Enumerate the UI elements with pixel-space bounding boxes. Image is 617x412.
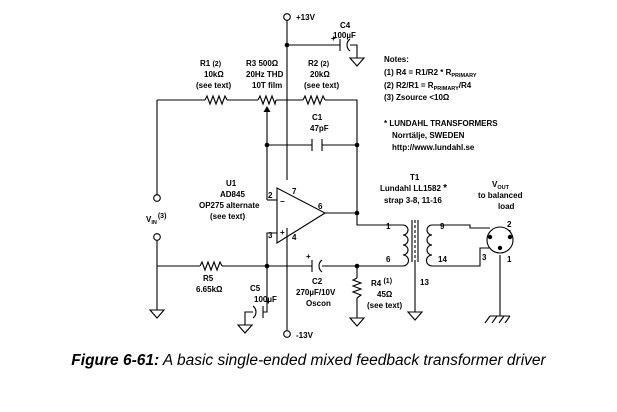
c5-name: C5: [250, 284, 261, 293]
u1-pin-7: 7: [292, 187, 297, 196]
c5-value: 100µF: [254, 295, 277, 304]
t1-pin-13: 13: [420, 278, 429, 287]
op-amp-symbol: [276, 187, 327, 244]
r3-thd: 20Hz THD: [246, 70, 284, 79]
r2-note: (see text): [304, 81, 339, 90]
r4-name: R4 (1): [371, 278, 392, 288]
r1-note: (see text): [196, 81, 231, 90]
r5-name: R5: [203, 274, 214, 283]
wires: [156, 20, 511, 330]
svg-text:(1) R4 = R1/R2 * RPRIMARY: (1) R4 = R1/R2 * RPRIMARY: [384, 68, 477, 79]
r2-resistor: [302, 94, 326, 106]
u1-part: AD845: [220, 190, 245, 199]
u1-note: (see text): [210, 212, 245, 221]
u1-pin-2: 2: [268, 191, 273, 200]
op-amp-minus: −: [280, 197, 285, 206]
u1-pin-4: 4: [292, 233, 297, 242]
ground-icon: [406, 311, 424, 321]
neg-rail-terminal: [283, 330, 291, 338]
t1-pin-9: 9: [440, 222, 445, 231]
vin-terminal-top: [153, 194, 161, 202]
notes-block: Notes: (1) R4 = R1/R2 * RPRIMARY (2) R2/…: [384, 55, 477, 102]
t1-name: T1: [410, 173, 420, 182]
r3-name: R3 500Ω: [246, 59, 279, 68]
r3-trimmer: [257, 94, 277, 106]
vin-terminal-bottom: [153, 233, 161, 241]
c1-capacitor: [311, 139, 323, 151]
xlr-pin-3: 3: [482, 253, 487, 262]
u1-name: U1: [226, 179, 237, 188]
ground-icon: [148, 309, 166, 319]
caption-label: Figure 6-61:: [71, 352, 160, 369]
transformer-symbol: [402, 220, 433, 267]
t1-pin-14: 14: [438, 255, 447, 264]
figure-caption: Figure 6-61: A basic single-ended mixed …: [0, 352, 617, 370]
neg-rail-label: -13V: [296, 331, 314, 340]
c4-capacitor: +: [331, 34, 351, 52]
schematic: +13V -13V + C4 100µF R1 (2) 10kΩ (see te…: [146, 13, 523, 340]
xlr-pin-1: 1: [507, 255, 512, 264]
u1-pin-6: 6: [318, 202, 323, 211]
r5-resistor: [199, 260, 223, 272]
r1-value: 10kΩ: [204, 70, 224, 79]
svg-text:+: +: [306, 252, 311, 261]
c5-capacitor: +: [252, 297, 270, 319]
svg-text:http://www.lundahl.se: http://www.lundahl.se: [392, 143, 475, 152]
svg-text:+: +: [265, 297, 270, 306]
chassis-ground-icon: [484, 315, 511, 324]
ground-icon: [348, 57, 366, 67]
r1-name: R1 (2): [200, 59, 221, 68]
op-amp-plus: +: [280, 228, 285, 237]
r4-value: 45Ω: [377, 290, 393, 299]
t1-part: Lundahl LL1582 *: [380, 183, 447, 194]
c2-type: Oscon: [306, 299, 331, 308]
vout-desc-2: load: [498, 202, 515, 211]
svg-text:Notes:: Notes:: [384, 55, 409, 64]
u1-pin-3: 3: [268, 231, 273, 240]
r2-name: R2 (2): [308, 59, 329, 68]
c1-name: C1: [312, 113, 323, 122]
r3-type: 10T film: [252, 81, 282, 90]
ground-icon: [348, 317, 366, 327]
caption-text: A basic single-ended mixed feedback tran…: [159, 352, 546, 369]
t1-pin-6: 6: [386, 255, 391, 264]
junction-dots: [264, 42, 360, 269]
c2-name: C2: [312, 277, 323, 286]
c2-value: 270µF/10V: [296, 288, 336, 297]
u1-alt: OP275 alternate: [199, 201, 260, 210]
c4-value: 100µF: [333, 31, 356, 40]
xlr-connector-icon: [486, 226, 514, 254]
r4-note: (see text): [367, 301, 402, 310]
c2-capacitor: +: [306, 252, 323, 273]
svg-text:Norrtälje, SWEDEN: Norrtälje, SWEDEN: [392, 131, 465, 140]
r1-resistor: [204, 94, 228, 106]
svg-text:(3) Zsource <10Ω: (3) Zsource <10Ω: [384, 93, 450, 102]
pos-rail-label: +13V: [296, 13, 316, 22]
svg-text:* LUNDAHL TRANSFORMERS: * LUNDAHL TRANSFORMERS: [384, 119, 498, 128]
r2-value: 20kΩ: [310, 70, 330, 79]
vout-desc-1: to balanced: [478, 191, 523, 200]
r4-resistor: [351, 277, 363, 299]
ground-icon: [236, 324, 254, 334]
vout-label: VOUT: [492, 180, 510, 191]
r5-value: 6.65kΩ: [196, 285, 223, 294]
c1-value: 47pF: [310, 124, 329, 133]
c4-name: C4: [340, 21, 351, 30]
r3-wiper-arrow: [263, 106, 271, 112]
vin-label: VIN(3): [146, 213, 166, 226]
t1-strap: strap 3-8, 11-16: [384, 196, 442, 205]
xlr-pin-2: 2: [507, 220, 512, 229]
vendor-block: * LUNDAHL TRANSFORMERS Norrtälje, SWEDEN…: [384, 119, 498, 152]
t1-pin-1: 1: [386, 222, 391, 231]
pos-rail-terminal: [283, 13, 291, 21]
svg-text:+: +: [331, 34, 336, 43]
svg-text:(2) R2/R1 = RPRIMARY/R4: (2) R2/R1 = RPRIMARY/R4: [384, 81, 472, 92]
